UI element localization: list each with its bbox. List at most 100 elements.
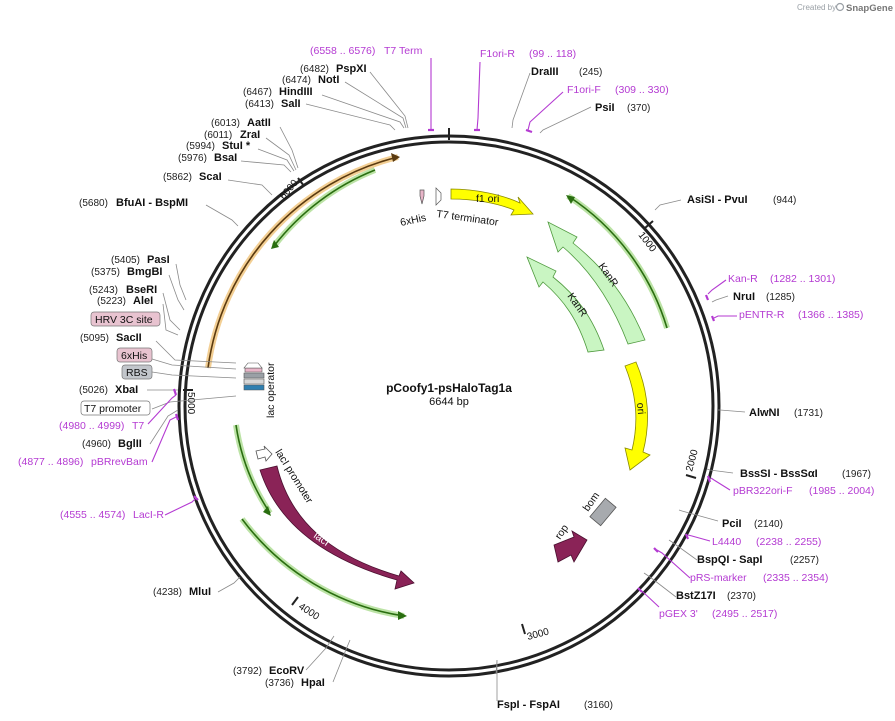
primer-pbrrevbam[interactable]: pBRrevBam: [91, 456, 148, 468]
enzyme-sacii-pos: (5095): [80, 333, 109, 344]
enzyme-bglii-pos: (4960): [82, 439, 111, 450]
primer-prs-marker-range: (2335 .. 2354): [763, 572, 828, 584]
enzyme-pspxi[interactable]: PspXI: [336, 63, 367, 75]
t7-promoter-box[interactable]: [80, 400, 151, 416]
rbs-box[interactable]: [121, 364, 153, 380]
his6-box[interactable]: [116, 347, 153, 363]
rbs-box-label: RBS: [126, 367, 148, 379]
enzyme-nrui-pos: (1285): [766, 292, 795, 303]
tick-3000: 3000: [526, 626, 551, 642]
primer-t7-range: (4980 .. 4999): [59, 420, 124, 432]
primer-pgex3[interactable]: pGEX 3': [659, 608, 698, 620]
primer-f1ori-f-range: (309 .. 330): [615, 84, 669, 96]
enzyme-zrai[interactable]: ZraI: [240, 129, 260, 141]
enzyme-asisi-pvui[interactable]: AsiSI - PvuI: [687, 194, 748, 206]
enzyme-fspi-fspai-pos: (3160): [584, 700, 613, 711]
enzyme-leader-lines: [147, 71, 746, 701]
enzyme-bfuai-bspmi[interactable]: BfuAI - BspMI: [116, 197, 188, 209]
primer-prs-marker[interactable]: pRS-marker: [690, 572, 747, 584]
primer-pentr-r-range: (1366 .. 1385): [798, 309, 863, 321]
orf-arc-green-2: [567, 195, 668, 329]
enzyme-xbai[interactable]: XbaI: [115, 384, 138, 396]
enzyme-bglii[interactable]: BglII: [118, 438, 142, 450]
primer-f1ori-f[interactable]: F1ori-F: [567, 84, 601, 96]
enzyme-alei[interactable]: AleI: [133, 295, 153, 307]
t7-terminator-label: T7 terminator: [436, 208, 500, 229]
primer-pbrrevbam-range: (4877 .. 4896): [18, 456, 83, 468]
f1-ori-label: f1 ori: [476, 193, 499, 205]
mcs-feature-stack: [243, 362, 265, 391]
enzyme-noti[interactable]: NotI: [318, 74, 339, 86]
primer-pbr322ori-f[interactable]: pBR322ori-F: [733, 485, 793, 497]
enzyme-bmgbi[interactable]: BmgBI: [127, 266, 162, 278]
laci-promoter-feature: [255, 445, 273, 462]
enzyme-psii[interactable]: PsiI: [595, 102, 615, 114]
primer-pentr-r[interactable]: pENTR-R: [739, 309, 785, 321]
primer-l4440-range: (2238 .. 2255): [756, 536, 821, 548]
snapgene-brand: SnapGene: [846, 3, 893, 14]
enzyme-aatii[interactable]: AatII: [247, 117, 271, 129]
enzyme-alwni-pos: (1731): [794, 408, 823, 419]
enzyme-scai[interactable]: ScaI: [199, 171, 222, 183]
enzyme-sali-pos: (6413): [245, 99, 274, 110]
primer-laci-r[interactable]: LacI-R: [133, 509, 164, 521]
lac-operator-label: lac operator: [265, 362, 277, 418]
primer-ticks: [172, 128, 716, 593]
primer-kan-r[interactable]: Kan-R: [728, 273, 758, 285]
f1-ori-feature: [450, 188, 534, 216]
enzyme-psii-pos: (370): [627, 103, 650, 114]
enzyme-zrai-pos: (6011): [204, 130, 232, 141]
enzyme-stui-pos: (5994): [186, 141, 215, 152]
enzyme-bsai[interactable]: BsaI: [214, 152, 237, 164]
ori-feature: [624, 361, 651, 471]
enzyme-aatii-pos: (6013): [211, 118, 240, 129]
enzyme-hindiii[interactable]: HindIII: [279, 86, 313, 98]
ori-label: ori: [634, 402, 647, 415]
his6-label-top: 6xHis: [399, 212, 427, 229]
laci-feature: [259, 465, 415, 590]
enzyme-nrui[interactable]: NruI: [733, 291, 755, 303]
primer-l4440[interactable]: L4440: [712, 536, 741, 548]
primer-t7[interactable]: T7: [132, 420, 144, 432]
primer-f1ori-r-range: (99 .. 118): [529, 48, 576, 60]
enzyme-draiii-pos: (245): [579, 67, 602, 78]
enzyme-draiii[interactable]: DraIII: [531, 66, 559, 78]
tick-1000: 1000: [636, 230, 659, 255]
enzyme-xbai-pos: (5026): [79, 385, 108, 396]
created-by-text: Created by: [797, 3, 836, 12]
enzyme-ecorv[interactable]: EcoRV: [269, 665, 305, 677]
orf-arc-green-4: [241, 518, 405, 617]
enzyme-pasi[interactable]: PasI: [147, 254, 170, 266]
enzyme-noti-pos: (6474): [282, 75, 311, 86]
hrv-3c-site-box[interactable]: [90, 311, 161, 327]
enzyme-bstz17i[interactable]: BstZ17I: [676, 590, 716, 602]
enzyme-fspi-fspai[interactable]: FspI - FspAI: [497, 699, 560, 711]
enzyme-bsai-pos: (5976): [178, 153, 207, 164]
enzyme-pcii-pos: (2140): [754, 519, 783, 530]
enzyme-sali[interactable]: SalI: [281, 98, 301, 110]
enzyme-bspqi-sapi[interactable]: BspQI - SapI: [697, 554, 762, 566]
enzyme-mlui[interactable]: MluI: [189, 586, 211, 598]
enzyme-bsssi-bsssai[interactable]: BssSI - BssSαI: [740, 468, 818, 480]
enzyme-hpai[interactable]: HpaI: [301, 677, 325, 689]
enzyme-sacii[interactable]: SacII: [116, 332, 142, 344]
orf-arc-green-3-head: [263, 506, 271, 516]
primer-t7-term[interactable]: T7 Term: [384, 45, 423, 57]
t7-promoter-label: T7 promoter: [84, 403, 142, 415]
enzyme-ecorv-pos: (3792): [233, 666, 262, 677]
primer-pbr322ori-f-range: (1985 .. 2004): [809, 485, 874, 497]
his6-box-label: 6xHis: [121, 350, 147, 362]
enzyme-bspqi-sapi-pos: (2257): [790, 555, 819, 566]
enzyme-bseri[interactable]: BseRI: [126, 284, 157, 296]
enzyme-alwni[interactable]: AlwNI: [749, 407, 780, 419]
enzyme-pcii[interactable]: PciI: [722, 518, 742, 530]
enzyme-stui[interactable]: StuI *: [222, 140, 251, 152]
enzyme-alei-pos: (5223): [97, 296, 126, 307]
primer-f1ori-r[interactable]: F1ori-R: [480, 48, 515, 60]
enzyme-bsssi-bsssai-pos: (1967): [842, 469, 871, 480]
rop-feature: [553, 530, 588, 563]
his6-feature-top: [419, 189, 425, 205]
primer-pgex3-range: (2495 .. 2517): [712, 608, 777, 620]
enzyme-pspxi-pos: (6482): [300, 64, 329, 75]
